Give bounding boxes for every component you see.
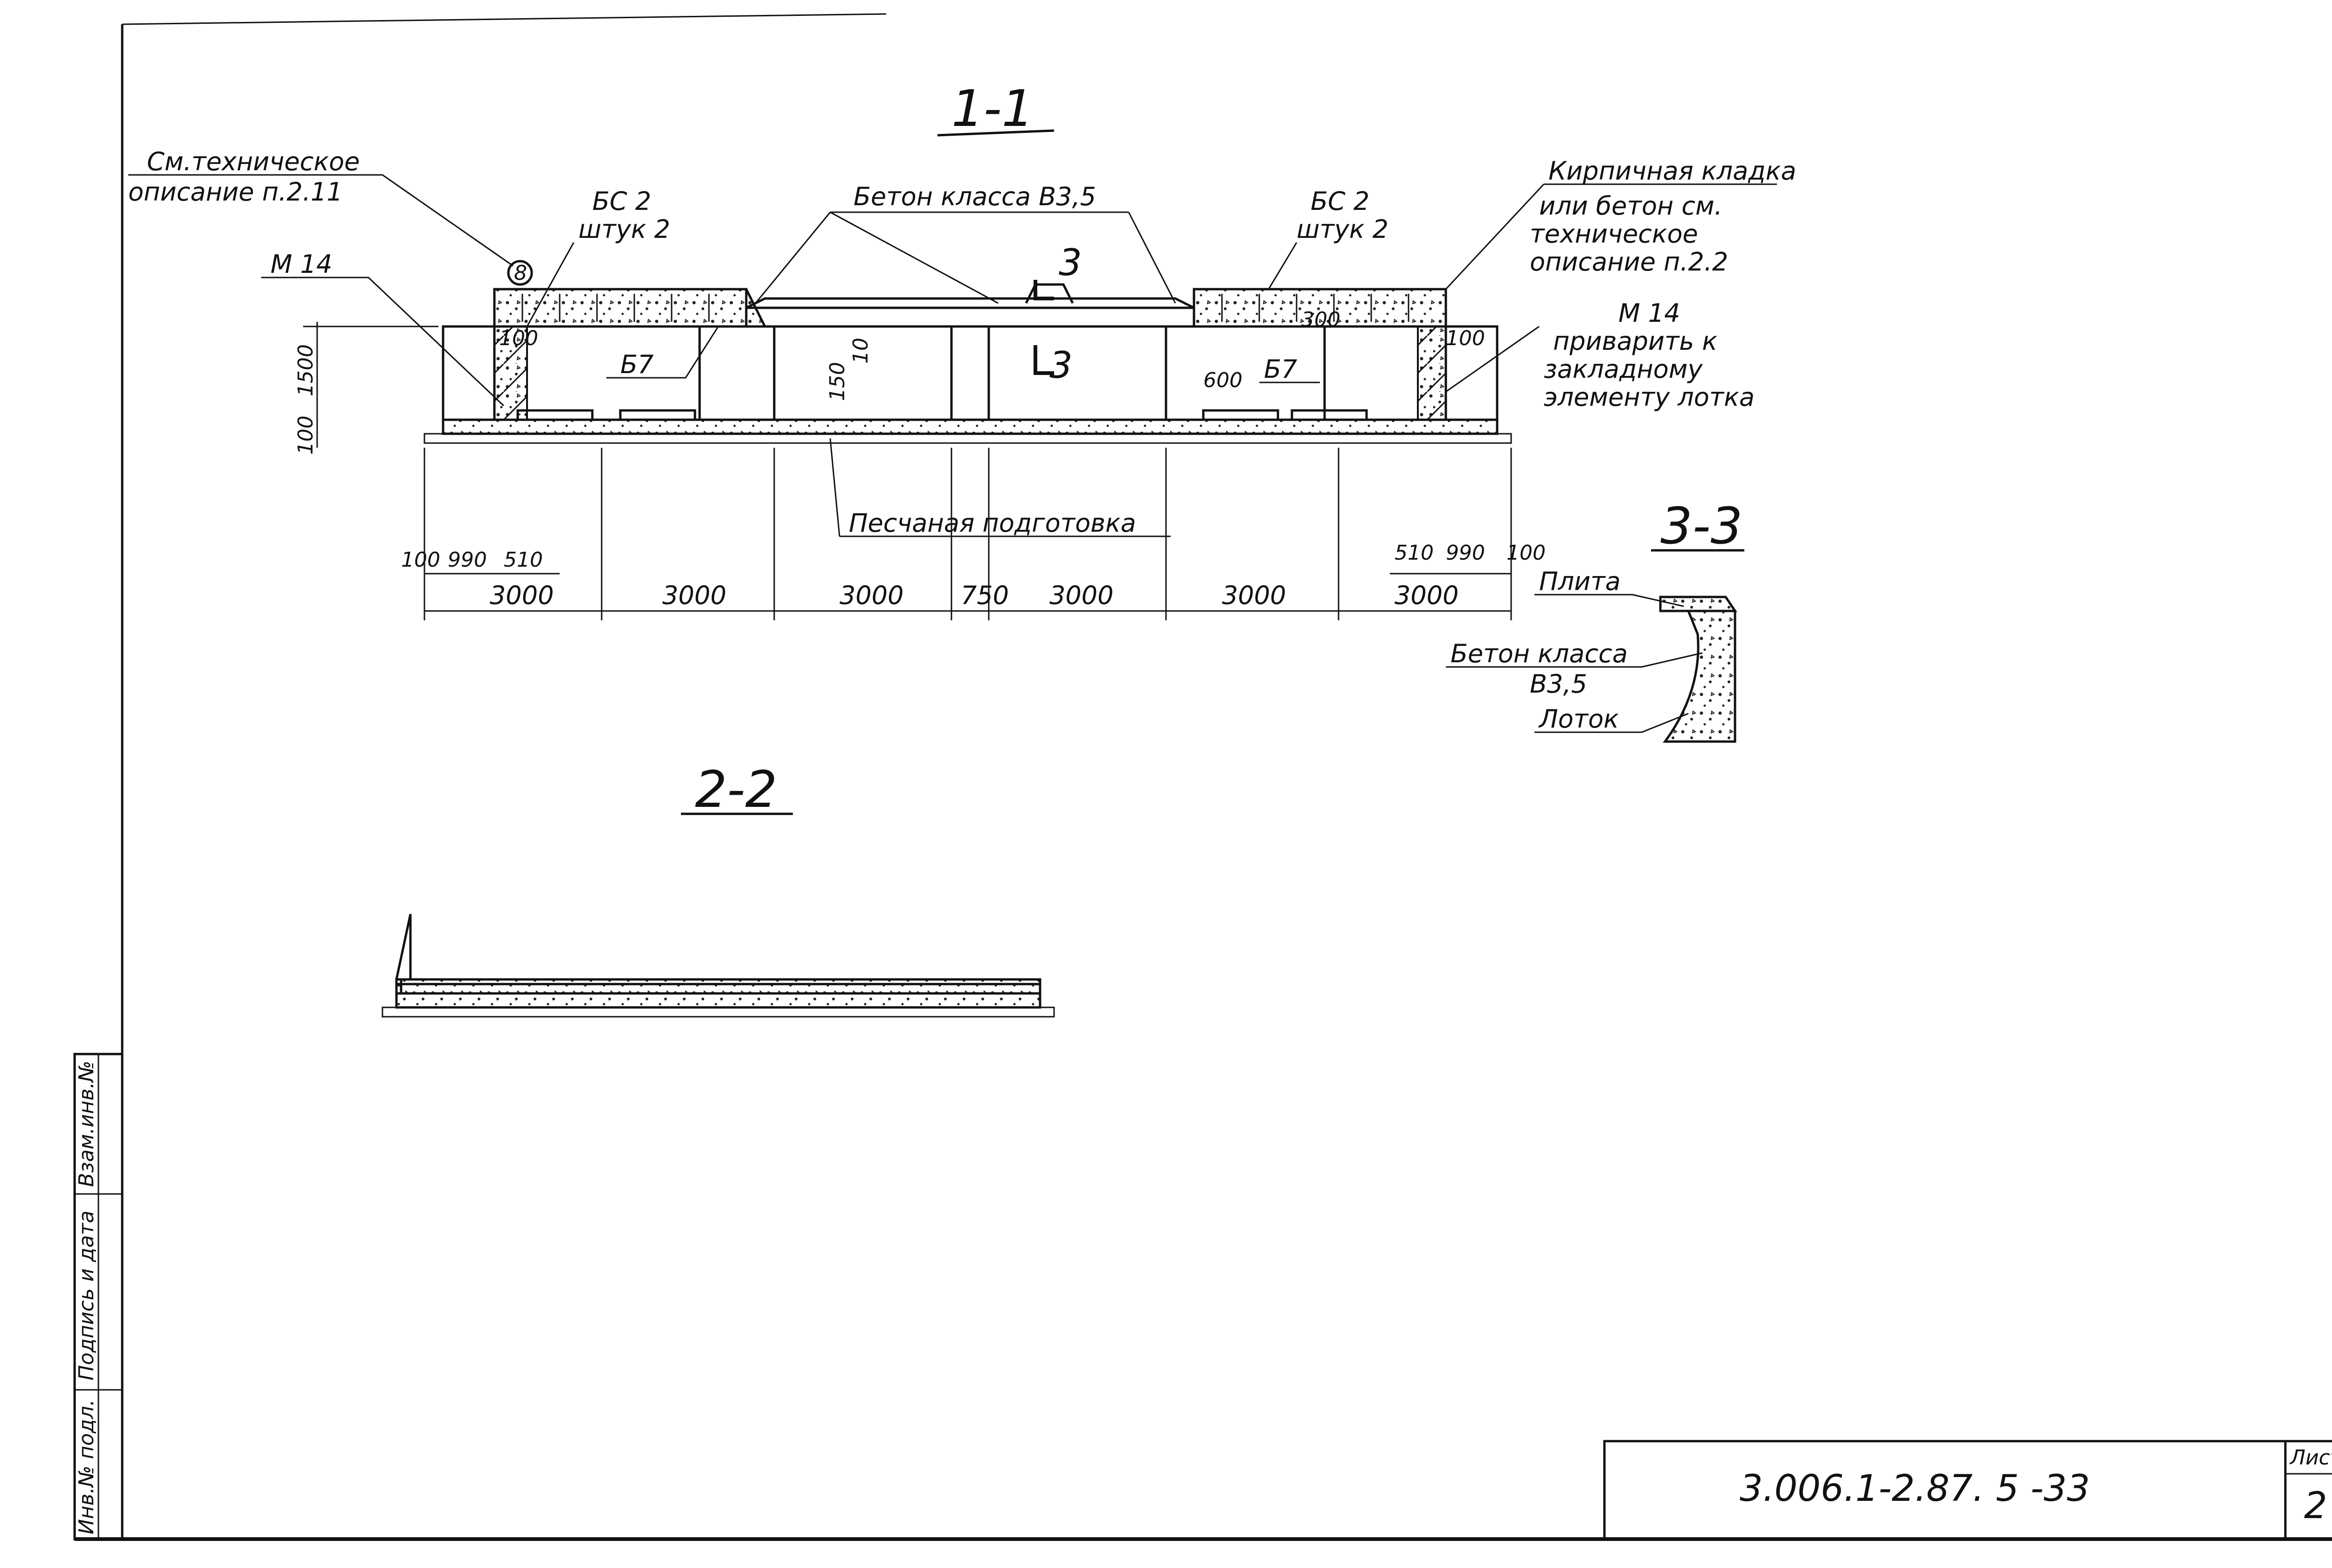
drawing-code: 3.006.1-2.87. 5 -33 <box>1740 1468 2090 1510</box>
callout-bs2-left-1: БС 2 <box>592 187 651 216</box>
callout-m14-right-2: приварить к <box>1553 326 1717 356</box>
callout-bs2-left-2: штук 2 <box>578 215 670 244</box>
section-2-2: 2-2 <box>382 761 1055 1018</box>
dim-bottom-4: 750 <box>961 581 1009 610</box>
section-3-3-plita: Плита <box>1539 567 1621 596</box>
section-1-1-title: 1-1 <box>951 80 1034 138</box>
callout-brick-2: или бетон см. <box>1539 191 1722 221</box>
dim-bottom-1: 3000 <box>490 581 554 610</box>
section-3-3-b35: В3,5 <box>1530 669 1587 699</box>
callout-m14-right-3: закладному <box>1544 354 1703 384</box>
sheet-frame <box>73 13 2332 1541</box>
side-stamp-sign: Подпись и дата <box>75 1211 98 1381</box>
callout-tech-desc-2: описание п.2.11 <box>128 177 343 207</box>
side-stamp-inv: Инв.№ подл. <box>75 1399 98 1534</box>
callout-m14-right-4: элементу лотка <box>1544 382 1755 412</box>
dim-small-right-100: 100 <box>1506 541 1546 565</box>
callout-brick-1: Кирпичная кладка <box>1548 156 1796 186</box>
section-3-3-title: 3-3 <box>1660 497 1742 555</box>
callout-concrete: Бетон класса В3,5 <box>854 182 1096 211</box>
dim-small-left-100: 100 <box>401 548 440 572</box>
callout-sand: Песчаная подготовка <box>849 508 1136 538</box>
dim-inner-300: 300 <box>1301 308 1340 332</box>
dim-left-1500: 1500 <box>294 344 318 396</box>
sheet-label: Лист <box>2289 1446 2332 1470</box>
section-3-3: 3-3 Плита Бетон класса В3,5 Лоток <box>1446 497 1744 743</box>
callout-brick-3: техническое <box>1530 219 1698 249</box>
section-mark-3-top: 3 <box>1059 242 1082 284</box>
dim-inner-600: 600 <box>1203 368 1242 392</box>
sheet-number: 2 <box>2304 1485 2327 1527</box>
dim-bottom-2: 3000 <box>662 581 726 610</box>
callout-brick-4: описание п.2.2 <box>1530 247 1728 277</box>
title-block: 3.006.1-2.87. 5 -33 Лист 2 <box>1603 1440 2332 1540</box>
side-stamp: Инв.№ подл. Подпись и дата Взам.инв.№ <box>75 1061 98 1534</box>
callout-m14-left: М 14 <box>271 250 332 279</box>
callout-b7-right: Б7 <box>1264 354 1297 384</box>
dim-inner-150: 150 <box>826 362 849 401</box>
callout-b7-left: Б7 <box>620 350 653 379</box>
callout-tech-desc-1: См.техническое <box>147 147 360 176</box>
dim-small-right-510: 510 <box>1395 541 1434 565</box>
dim-small-right-990: 990 <box>1446 541 1485 565</box>
dim-left-100: 100 <box>294 416 318 455</box>
section-1-1: 1-1 <box>128 80 1796 620</box>
side-stamp-replace: Взам.инв.№ <box>75 1061 98 1187</box>
dim-inner-10: 10 <box>849 338 873 364</box>
dim-bottom-6: 3000 <box>1222 581 1286 610</box>
dim-bottom-7: 3000 <box>1395 581 1458 610</box>
callout-bs2-right-2: штук 2 <box>1297 215 1388 244</box>
callout-m14-right-1: М 14 <box>1618 298 1680 328</box>
dim-inner-100-right: 100 <box>1446 326 1485 350</box>
circle-mark: 8 <box>514 261 527 285</box>
dim-small-left-510: 510 <box>504 548 543 572</box>
dim-bottom-5: 3000 <box>1049 581 1113 610</box>
section-mark-3-bottom: 3 <box>1049 345 1073 387</box>
section-3-3-lotok: Лоток <box>1538 704 1619 734</box>
dim-inner-100-left: 100 <box>499 326 538 350</box>
section-2-2-title: 2-2 <box>695 761 777 819</box>
callout-bs2-right-1: БС 2 <box>1311 187 1369 216</box>
dim-small-left-990: 990 <box>448 548 487 572</box>
dim-bottom-3: 3000 <box>840 581 903 610</box>
section-3-3-beton: Бетон класса <box>1451 639 1628 668</box>
